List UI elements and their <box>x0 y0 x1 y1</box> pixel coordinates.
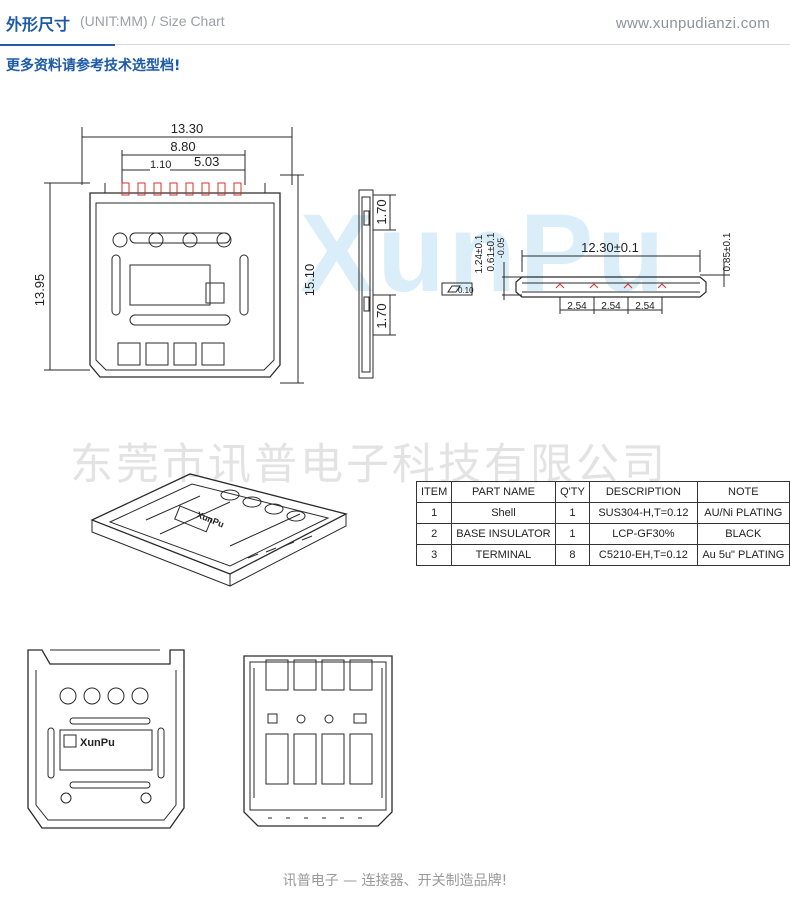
table-cell: TERMINAL <box>451 544 556 566</box>
bottom-left-view-drawing: XunPu <box>27 649 185 829</box>
dim-front-h1: 1.24±0.1 <box>474 234 485 273</box>
watermark-logo: XunPu <box>300 192 669 315</box>
iso-view-drawing: XunPu <box>90 473 348 587</box>
footer-slogan: 讯普电子 — 连接器、开关制造品牌! <box>282 873 508 889</box>
table-row: 1 Shell 1 SUS304-H,T=0.12 AU/Ni PLATING <box>415 502 790 524</box>
col-header-description: DESCRIPTION <box>589 481 698 503</box>
table-cell: 1 <box>554 502 591 524</box>
table-cell: Au 5u" PLATING <box>696 544 790 566</box>
reference-note: 更多资料请参考技术选型档! <box>6 58 181 74</box>
table-cell: AU/Ni PLATING <box>696 502 790 524</box>
col-header-item: ITEM <box>415 481 453 503</box>
dim-front-pitch-2: 2.54 <box>601 301 621 312</box>
website-link[interactable]: www.xunpudianzi.com <box>615 15 770 32</box>
dim-pitch: 1.10 <box>150 159 171 171</box>
dim-offset: 5.03 <box>194 154 219 169</box>
bottom-logo-text: XunPu <box>80 737 115 749</box>
table-cell: 2 <box>415 523 453 545</box>
dim-flatness: 0.10 <box>458 286 474 295</box>
table-cell: SUS304-H,T=0.12 <box>589 502 698 524</box>
dim-front-pitch-3: 2.54 <box>635 301 655 312</box>
header-accent-bar <box>0 44 115 46</box>
table-cell: 8 <box>554 544 591 566</box>
table-row: 2 BASE INSULATOR 1 LCP-GF30% BLACK <box>415 523 790 545</box>
bottom-right-view-drawing <box>243 655 393 827</box>
table-header-row: ITEM PART NAME Q'TY DESCRIPTION NOTE <box>415 481 790 503</box>
unit-label: (UNIT:MM) / Size Chart <box>80 13 225 29</box>
iso-logo-text: XunPu <box>195 510 225 530</box>
table-cell: Shell <box>451 502 556 524</box>
dim-inner-width: 8.80 <box>170 139 195 154</box>
table-cell: BLACK <box>696 523 790 545</box>
dim-front-pitch-1: 2.54 <box>567 301 587 312</box>
table-cell: LCP-GF30% <box>589 523 698 545</box>
dim-left-height: 13.95 <box>32 274 47 307</box>
dim-front-h2: 0.61±0.1 <box>486 232 497 271</box>
dim-side-top: 1.70 <box>374 199 389 224</box>
side-view-drawing: 1.70 1.70 <box>358 189 396 379</box>
table-cell: 1 <box>554 523 591 545</box>
col-header-note: NOTE <box>696 481 790 503</box>
table-cell: 3 <box>415 544 453 566</box>
dim-front-h2-sub: -0.05 <box>496 238 506 259</box>
col-header-part-name: PART NAME <box>451 481 556 503</box>
table-cell: C5210-EH,T=0.12 <box>589 544 698 566</box>
top-view-drawing: 13.30 8.80 1.10 5.03 13.95 15.10 <box>32 121 317 384</box>
table-cell: 1 <box>415 502 453 524</box>
front-view-drawing: 12.30±0.1 1.24±0.1 0.61±0.1 -0.05 0.85±0… <box>441 232 733 314</box>
header-divider <box>0 44 790 45</box>
page-title: 外形尺寸 <box>6 15 71 34</box>
table-cell: BASE INSULATOR <box>451 523 556 545</box>
dim-front-right: 0.85±0.1 <box>722 232 733 271</box>
dim-side-bottom: 1.70 <box>374 303 389 328</box>
page-header: 外形尺寸 (UNIT:MM) / Size Chart www.xunpudia… <box>0 0 790 46</box>
col-header-qty: Q'TY <box>554 481 591 503</box>
table-row: 3 TERMINAL 8 C5210-EH,T=0.12 Au 5u" PLAT… <box>415 544 790 566</box>
dim-overall-width: 13.30 <box>171 121 204 136</box>
dim-right-height: 15.10 <box>302 264 317 297</box>
dim-front-width: 12.30±0.1 <box>581 240 639 255</box>
parts-table: ITEM PART NAME Q'TY DESCRIPTION NOTE 1 S… <box>415 481 790 566</box>
